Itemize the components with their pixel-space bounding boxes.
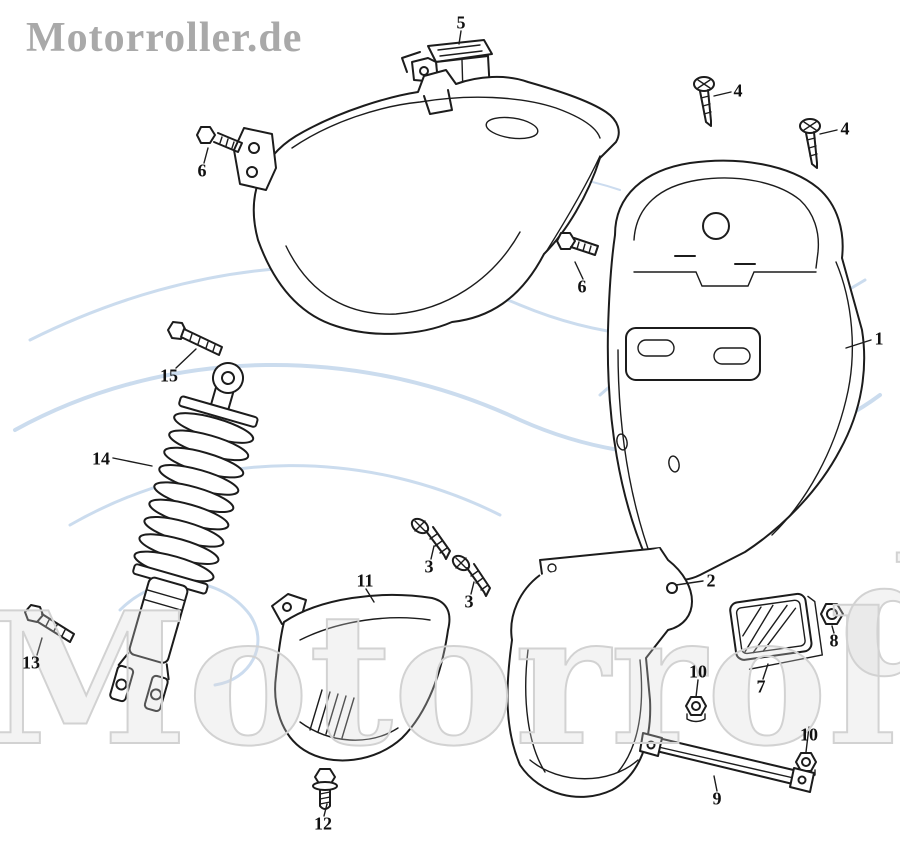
rear-fender-part bbox=[606, 159, 866, 582]
flat-screw-a bbox=[693, 76, 715, 127]
part-label-14: 14 bbox=[92, 448, 110, 469]
part-label-12: 12 bbox=[314, 813, 332, 834]
part-label-10b: 10 bbox=[800, 724, 818, 745]
part-label-8: 8 bbox=[829, 630, 839, 651]
part-label-2: 2 bbox=[706, 570, 716, 591]
part-label-1: 1 bbox=[874, 328, 884, 349]
part-label-4a: 4 bbox=[733, 80, 743, 101]
part-label-15: 15 bbox=[160, 365, 178, 386]
nut-8 bbox=[820, 603, 844, 625]
part-label-6a: 6 bbox=[197, 160, 207, 181]
part-label-3b: 3 bbox=[464, 591, 474, 612]
hex-bolt-left bbox=[196, 126, 243, 153]
shock-bolt-part bbox=[167, 321, 223, 356]
mud-flap-part bbox=[271, 593, 451, 762]
part-label-5: 5 bbox=[456, 12, 466, 33]
part-label-7: 7 bbox=[756, 676, 766, 697]
part-label-4b: 4 bbox=[840, 118, 850, 139]
splash-guard-part bbox=[506, 547, 693, 798]
tapping-screw-b bbox=[451, 554, 491, 597]
hex-bolt-middle bbox=[556, 232, 599, 256]
nut-10b bbox=[795, 752, 817, 779]
shock-absorber-part bbox=[109, 362, 259, 713]
cover-panel-part bbox=[233, 69, 620, 335]
part-label-10a: 10 bbox=[689, 661, 707, 682]
reflector-part bbox=[729, 592, 824, 670]
brace-strip-part bbox=[639, 732, 815, 793]
part-label-9: 9 bbox=[712, 788, 722, 809]
part-label-13: 13 bbox=[22, 652, 40, 673]
leader-lines bbox=[36, 30, 872, 817]
flat-screw-b bbox=[799, 118, 821, 169]
part-label-11: 11 bbox=[356, 570, 374, 591]
nut-10a bbox=[685, 696, 707, 723]
flange-bolt-12 bbox=[312, 768, 338, 810]
part-label-6b: 6 bbox=[577, 276, 587, 297]
hex-bolt-13 bbox=[24, 604, 75, 643]
part-label-3a: 3 bbox=[424, 556, 434, 577]
tapping-screw-a bbox=[410, 517, 451, 560]
